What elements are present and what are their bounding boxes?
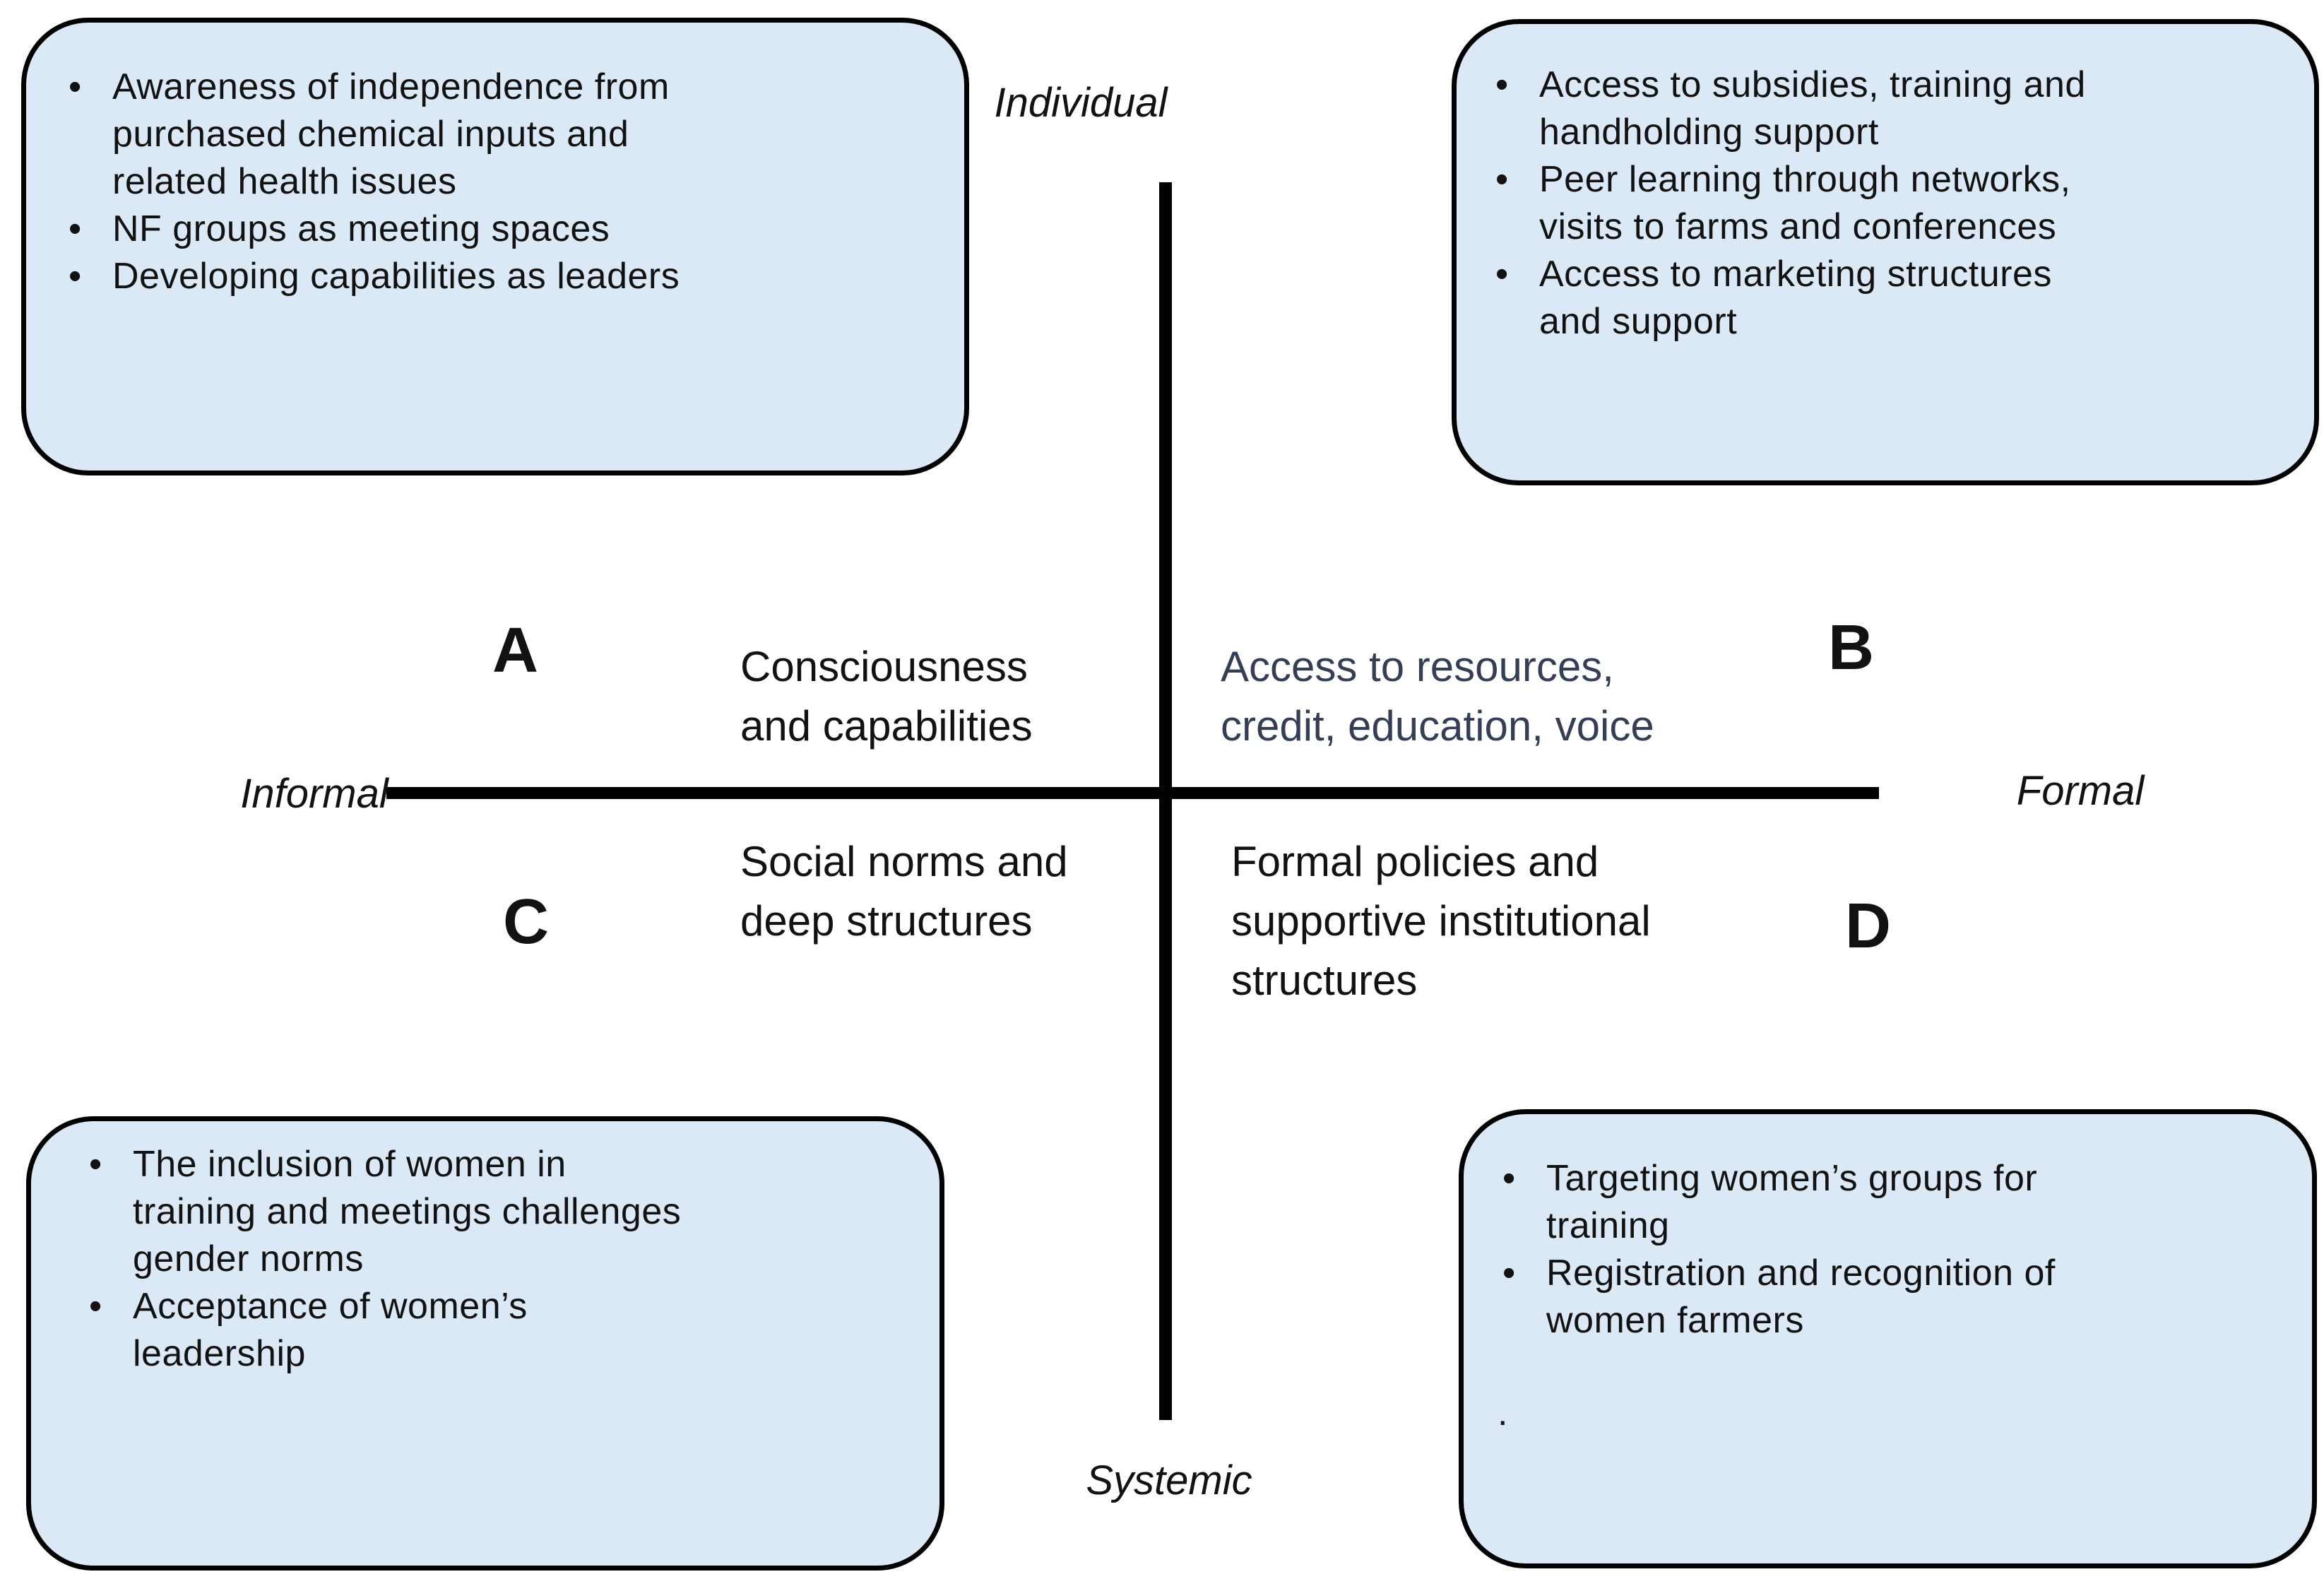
- quadrant-a-description: Consciousness and capabilities: [740, 643, 1033, 750]
- bullet-icon: •: [1502, 1253, 1516, 1294]
- quadrant-letter-c: C: [503, 887, 549, 957]
- quadrant-letter-a: A: [492, 615, 538, 686]
- callout-box-bottom-left: • The inclusion of women in training and…: [26, 1116, 944, 1571]
- bullet-text: Access to subsidies, training and handho…: [1539, 64, 2086, 153]
- list-item: • Targeting women’s groups for training: [1502, 1155, 2294, 1250]
- bullet-icon: •: [1495, 254, 1509, 295]
- bullet-icon: •: [89, 1286, 102, 1327]
- axis-label-individual: Individual: [994, 80, 1168, 126]
- horizontal-axis-line: [386, 787, 1879, 799]
- list-item: • Awareness of independence from purchas…: [69, 64, 943, 206]
- list-item: • Registration and recognition of women …: [1502, 1250, 2294, 1344]
- callout-box-bottom-right: • Targeting women’s groups for training …: [1459, 1109, 2317, 1568]
- bullet-text: Registration and recognition of women fa…: [1546, 1253, 2056, 1341]
- list-item: • Acceptance of women’s leadership: [89, 1283, 922, 1378]
- callout-box-top-left: • Awareness of independence from purchas…: [21, 18, 969, 475]
- quadrant-letter-b: B: [1828, 613, 1874, 683]
- axis-label-systemic: Systemic: [1086, 1457, 1252, 1503]
- callout-box-top-right: • Access to subsidies, training and hand…: [1452, 19, 2319, 485]
- bullet-icon: •: [89, 1144, 102, 1185]
- quadrant-b-description: Access to resources, credit, education, …: [1221, 643, 1654, 750]
- bullet-icon: •: [69, 208, 82, 249]
- bullet-icon: •: [1495, 159, 1509, 200]
- list-item: • Peer learning through networks, visits…: [1495, 156, 2296, 251]
- bullet-icon: •: [1495, 64, 1509, 105]
- bullet-text: Peer learning through networks, visits t…: [1539, 159, 2071, 247]
- bullet-icon: •: [69, 66, 82, 107]
- bullet-text: Targeting women’s groups for training: [1546, 1158, 2038, 1246]
- list-item: • The inclusion of women in training and…: [89, 1141, 922, 1283]
- bullet-icon: •: [69, 256, 82, 297]
- quadrant-d-description: Formal policies and supportive instituti…: [1231, 838, 1651, 1004]
- stray-period: .: [1498, 1392, 1508, 1433]
- list-item: • Developing capabilities as leaders: [69, 253, 943, 300]
- vertical-axis-line: [1159, 182, 1172, 1420]
- list-item: • NF groups as meeting spaces: [69, 206, 943, 253]
- axis-label-formal: Formal: [2016, 768, 2145, 814]
- bullet-text: Access to marketing structures and suppo…: [1539, 254, 2052, 342]
- list-item: • Access to subsidies, training and hand…: [1495, 61, 2296, 156]
- axis-label-informal: Informal: [240, 771, 389, 817]
- bullet-text: Awareness of independence from purchased…: [112, 66, 670, 202]
- list-item: • Access to marketing structures and sup…: [1495, 251, 2296, 345]
- bullet-text: NF groups as meeting spaces: [112, 208, 610, 249]
- bullet-list: • Awareness of independence from purchas…: [69, 64, 943, 300]
- bullet-text: The inclusion of women in training and m…: [133, 1144, 682, 1279]
- quadrant-letter-d: D: [1845, 891, 1891, 962]
- bullet-list: • Targeting women’s groups for training …: [1502, 1155, 2294, 1344]
- bullet-text: Acceptance of women’s leadership: [133, 1286, 528, 1374]
- bullet-icon: •: [1502, 1158, 1516, 1199]
- quadrant-c-description: Social norms and deep structures: [740, 838, 1068, 945]
- bullet-list: • The inclusion of women in training and…: [89, 1141, 922, 1378]
- bullet-list: • Access to subsidies, training and hand…: [1495, 61, 2296, 345]
- bullet-text: Developing capabilities as leaders: [112, 256, 680, 297]
